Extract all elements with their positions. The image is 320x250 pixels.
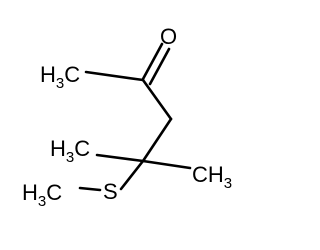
- methyl-upper-left-c: C: [74, 136, 90, 161]
- structural-formula: O H3C H3C CH3 S H3C: [22, 24, 232, 210]
- methyl-ketone-label: H3C: [40, 62, 80, 92]
- quaternary-sulfur-bond: [119, 159, 145, 191]
- atom-labels: O H3C H3C CH3 S H3C: [22, 24, 232, 210]
- methyl-sulfur-c: C: [46, 180, 62, 205]
- methyl-upper-left-label: H3C: [50, 136, 90, 166]
- methyl-sulfur-sub: 3: [38, 193, 46, 210]
- methyl-right-sub: 3: [224, 175, 232, 192]
- quaternary-methyl-left-bond: [95, 153, 145, 163]
- methyl-right-label: CH3: [192, 162, 232, 192]
- methyl-right-ch: CH: [192, 162, 224, 187]
- methyl-ketone-bond: [84, 70, 145, 82]
- carbonyl-bond-outer: [141, 42, 164, 81]
- oxygen-atom: O: [160, 24, 177, 49]
- sulfur-methyl-bond: [78, 186, 102, 192]
- sulfur-atom: S: [103, 179, 118, 204]
- carbonyl-bond-inner: [148, 47, 171, 86]
- methyl-sulfur-label: H3C: [22, 180, 62, 210]
- methyl-sulfur-h: H: [22, 180, 38, 205]
- carbonyl-ch2-bond: [141, 78, 173, 121]
- methyl-upper-left-h: H: [50, 136, 66, 161]
- methyl-ketone-sub: 3: [56, 75, 64, 92]
- bonds: [78, 42, 192, 192]
- methyl-ketone-c: C: [64, 62, 80, 87]
- quaternary-methyl-right-bond: [141, 159, 192, 170]
- ch2-quaternary-bond: [141, 117, 173, 163]
- methyl-ketone-h: H: [40, 62, 56, 87]
- methyl-upper-left-sub: 3: [66, 149, 74, 166]
